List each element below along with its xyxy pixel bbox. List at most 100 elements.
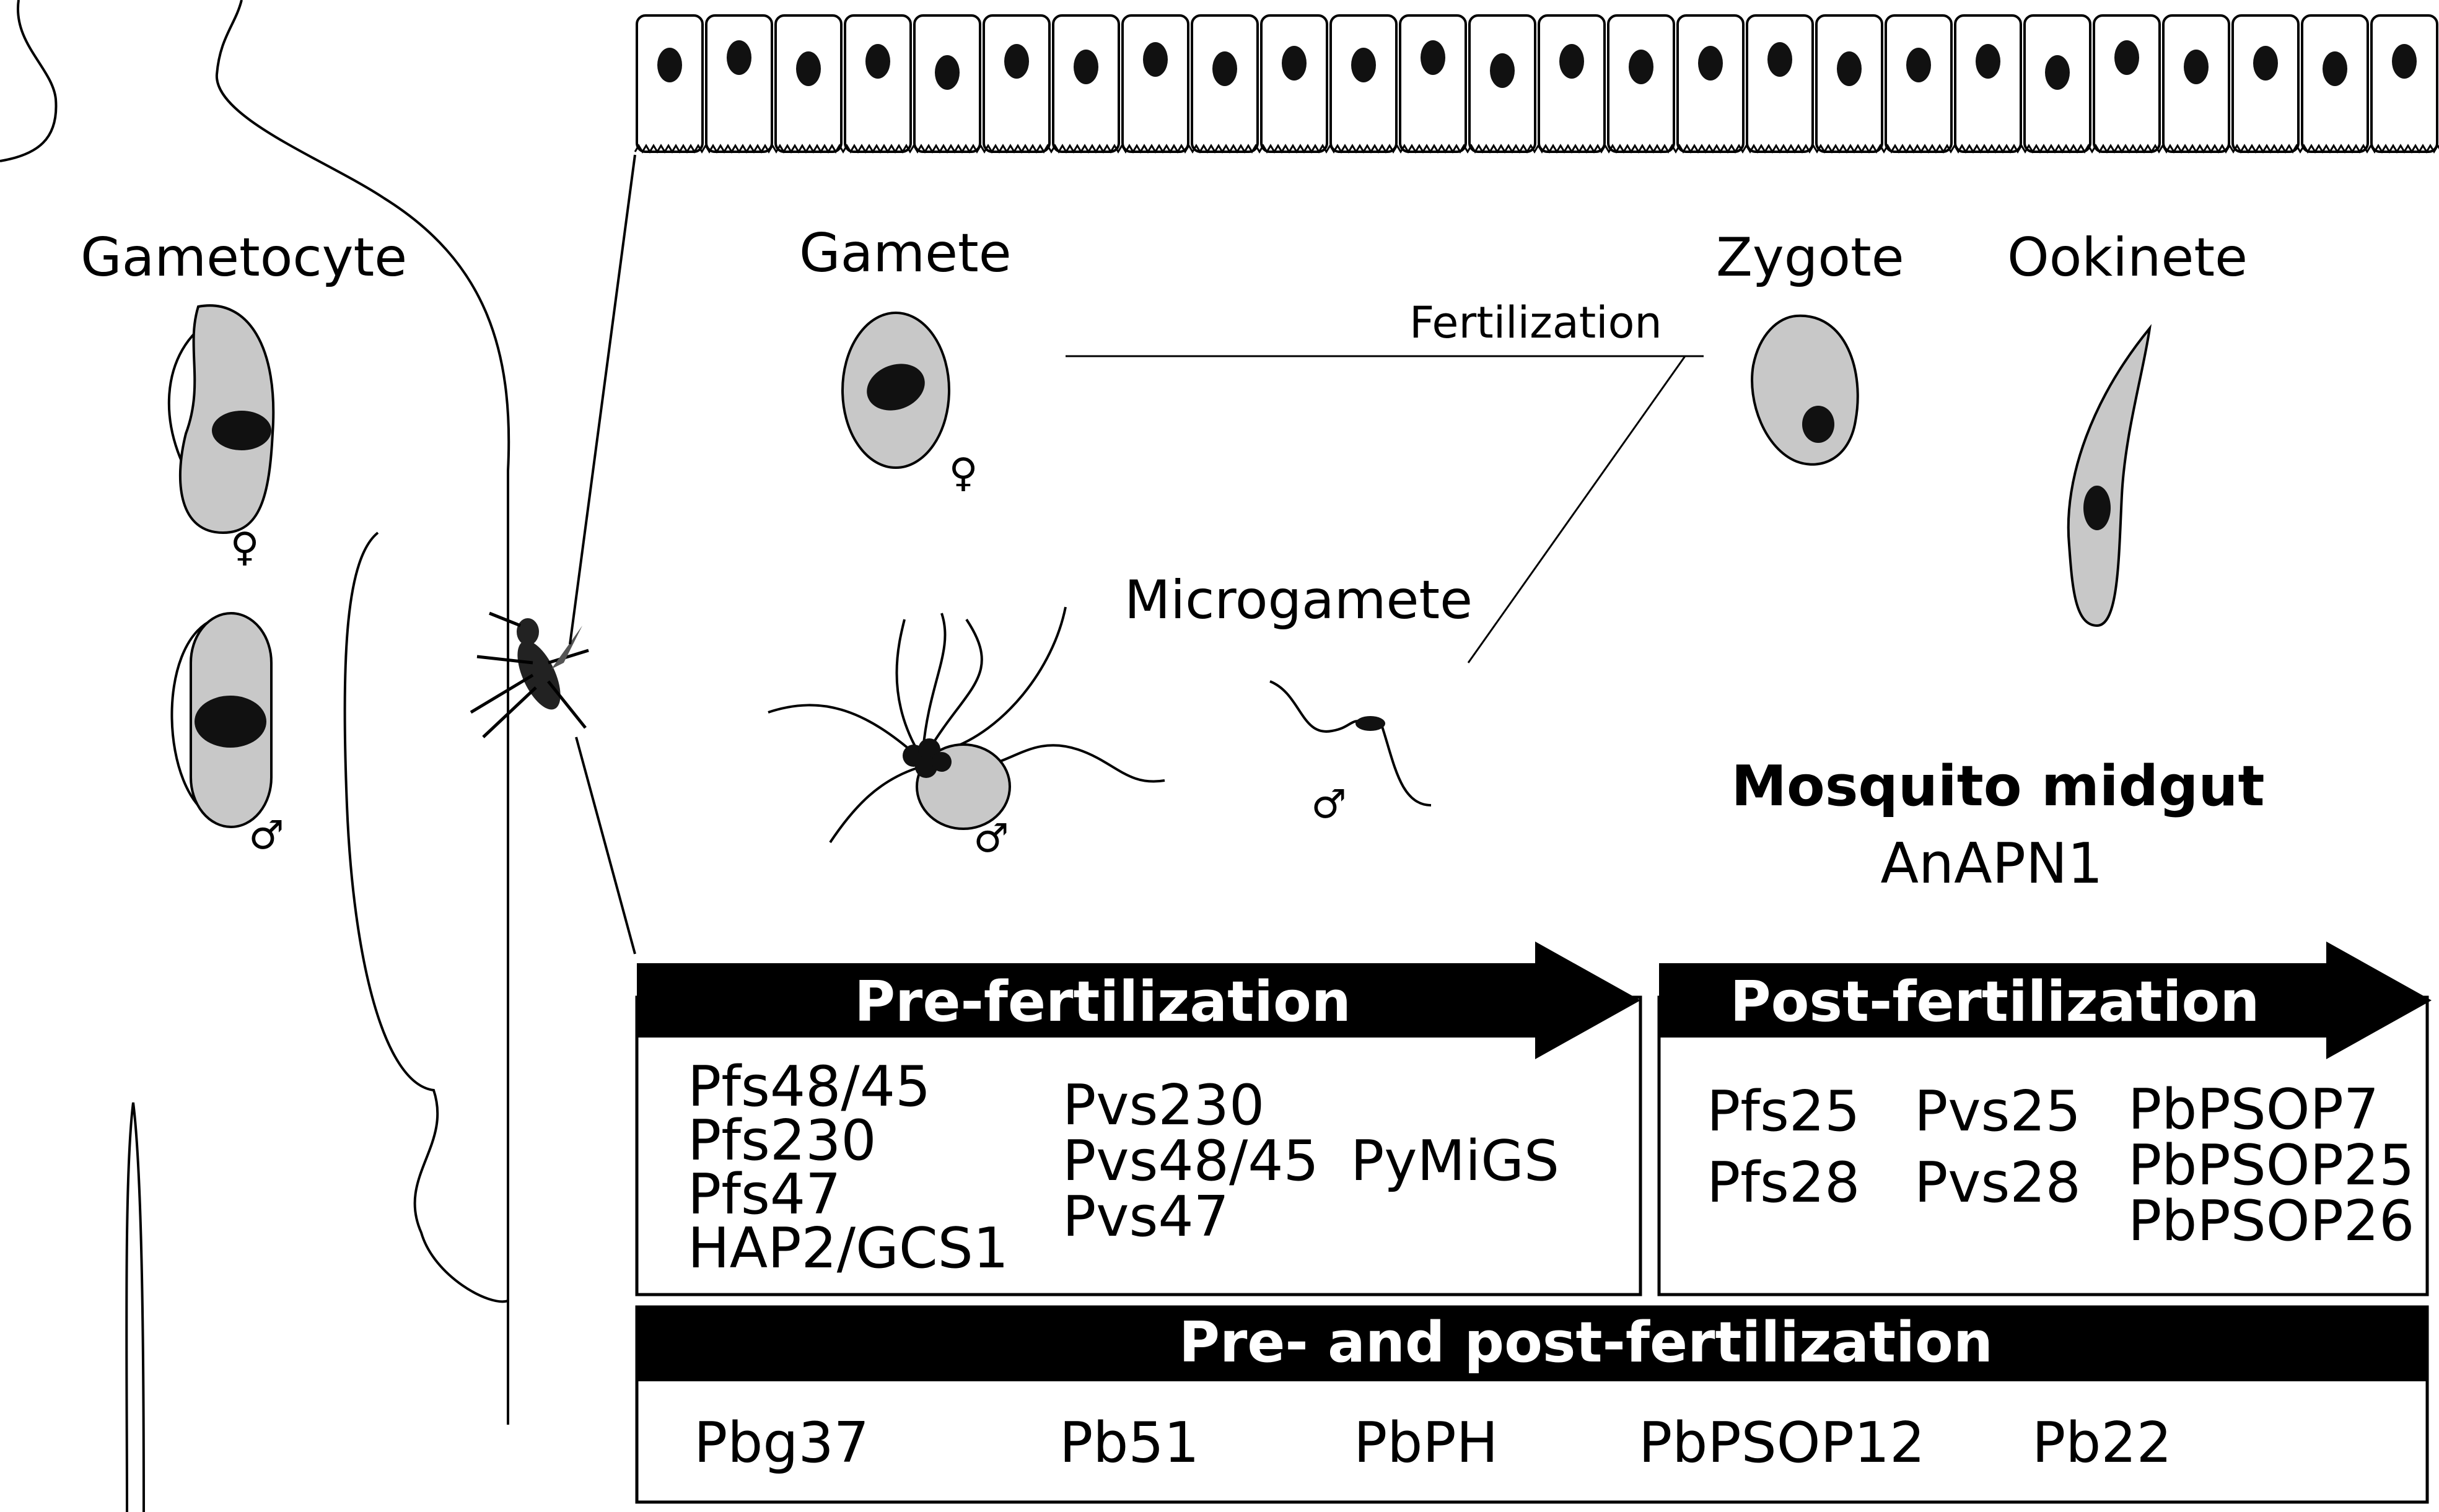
mosquito-icon [470, 611, 589, 738]
microgamete-label: Microgamete [1124, 569, 1473, 631]
epithelial-nucleus [2045, 55, 2070, 90]
pre-col3-item: PyMiGS [1351, 1129, 1559, 1194]
microgamete [1269, 680, 1432, 806]
leg-outline [125, 1102, 145, 1512]
epithelial-nucleus [1698, 46, 1723, 81]
epithelial-cell [1954, 14, 2022, 153]
epithelial-nucleus [1906, 48, 1931, 82]
pre-col1-item: HAP2/GCS1 [688, 1216, 1009, 1281]
epithelial-nucleus [1282, 46, 1307, 81]
epithelial-nucleus [657, 48, 682, 82]
epithelial-cell [2370, 14, 2438, 153]
epithelial-nucleus [1143, 42, 1168, 77]
post-fertilization-panel: Post-fertilization Pfs25 Pfs28 Pvs25 Pvs… [1657, 942, 2432, 1296]
ookinete-label: Ookinete [2007, 227, 2248, 289]
epithelial-cell [1885, 14, 1953, 153]
epithelial-nucleus [727, 40, 751, 75]
epithelial-cell [844, 14, 912, 153]
body-outline [0, 0, 510, 1425]
epithelial-nucleus [2392, 44, 2417, 79]
epithelial-nucleus [935, 55, 960, 90]
fertilization-lines [1066, 355, 1704, 663]
epithelial-cell [636, 14, 704, 153]
pre-and-post-item: PbPH [1354, 1410, 1498, 1475]
post-col2-item: Pvs25 [1914, 1079, 2081, 1144]
epithelial-nucleus [796, 51, 821, 86]
human-silhouette [0, 0, 510, 1512]
zygote [1751, 314, 1859, 466]
ookinete [2067, 324, 2152, 627]
gametocyte-label: Gametocyte [81, 227, 407, 289]
epithelial-cell [1399, 14, 1467, 153]
epithelial-cell [1329, 14, 1398, 153]
epithelial-nucleus [1767, 42, 1792, 77]
zygote-label: Zygote [1716, 227, 1904, 289]
epithelial-nucleus [2114, 40, 2139, 75]
epithelial-nucleus [1351, 48, 1376, 82]
post-col3-item: PbPSOP26 [2128, 1189, 2414, 1254]
female-gamete [841, 312, 950, 469]
microvilli-fringe [634, 144, 2439, 154]
post-col3-item: PbPSOP25 [2128, 1133, 2414, 1198]
exflagellating-gametocyte [768, 606, 1165, 844]
pre-col1-item: Pfs47 [688, 1162, 841, 1227]
post-col2-item: Pvs28 [1914, 1150, 2081, 1215]
arm-outline [343, 531, 509, 1303]
gamete-female-symbol: ♀ [949, 450, 978, 496]
fertilization-label: Fertilization [1409, 297, 1662, 348]
epithelial-cell [2231, 14, 2300, 153]
epithelial-cell [1260, 14, 1328, 153]
gamete-label: Gamete [799, 222, 1012, 284]
post-col1-item: Pfs25 [1707, 1079, 1860, 1144]
pre-and-post-item: Pbg37 [694, 1410, 869, 1475]
pre-fertilization-panel: Pre-fertilization Pfs48/45 Pfs230 Pfs47 … [635, 942, 1642, 1296]
epithelial-nucleus [1212, 51, 1237, 86]
post-fertilization-arrow [1659, 942, 2432, 1059]
post-fertilization-title: Post-fertilization [1730, 969, 2260, 1034]
epithelial-cell [1121, 14, 1189, 153]
female-symbol: ♀ [230, 525, 260, 570]
female-gametocyte [167, 304, 275, 535]
pre-col2-item: Pvs230 [1062, 1073, 1264, 1138]
pre-and-post-item: Pb51 [1059, 1410, 1199, 1475]
pre-and-post-panel: Pre- and post-fertilization Pbg37 Pb51 P… [635, 1305, 2429, 1504]
epithelial-nucleus [1074, 50, 1098, 84]
epithelial-nucleus [1559, 44, 1584, 79]
pre-and-post-banner [637, 1307, 2427, 1381]
pre-col2-item: Pvs47 [1062, 1184, 1229, 1249]
pre-fertilization-title: Pre-fertilization [854, 969, 1351, 1034]
post-col1-item: Pfs28 [1707, 1150, 1860, 1215]
mosquito-midgut-label: Mosquito midgut [1731, 754, 2264, 819]
male-symbol: ♂ [248, 813, 284, 859]
epithelial-cell [2093, 14, 2161, 153]
pre-and-post-title: Pre- and post-fertilization [1179, 1310, 1993, 1375]
pre-and-post-item: Pb22 [2032, 1410, 2172, 1475]
epithelial-cell [705, 14, 773, 153]
epithelial-cell [1746, 14, 1814, 153]
epithelial-cell [1676, 14, 1745, 153]
epithelial-nucleus [1629, 50, 1653, 84]
epithelial-nucleus [2184, 50, 2209, 84]
pre-col1-item: Pfs230 [688, 1108, 877, 1173]
pre-col2-item: Pvs48/45 [1062, 1129, 1319, 1194]
epithelial-nucleus [1490, 53, 1515, 88]
male-gametocyte [170, 612, 273, 828]
epithelial-nucleus [2323, 51, 2347, 86]
pre-fertilization-arrow [637, 942, 1640, 1059]
epithelial-nucleus [1837, 51, 1862, 86]
midgut-epithelium [634, 14, 2439, 154]
epithelial-nucleus [865, 44, 890, 79]
post-col3-item: PbPSOP7 [2128, 1077, 2379, 1142]
exflag-male-symbol: ♂ [973, 816, 1009, 862]
epithelial-nucleus [1976, 44, 2000, 79]
zoom-lines [569, 154, 636, 955]
epithelial-cell [983, 14, 1051, 153]
epithelial-nucleus [1421, 40, 1445, 75]
pre-and-post-item: PbPSOP12 [1639, 1410, 1925, 1475]
epithelial-nucleus [1004, 44, 1029, 79]
epithelial-cell [1538, 14, 1606, 153]
anapn1-label: AnAPN1 [1880, 831, 2103, 896]
epithelial-nucleus [2253, 46, 2278, 81]
pre-col1-item: Pfs48/45 [688, 1054, 930, 1119]
